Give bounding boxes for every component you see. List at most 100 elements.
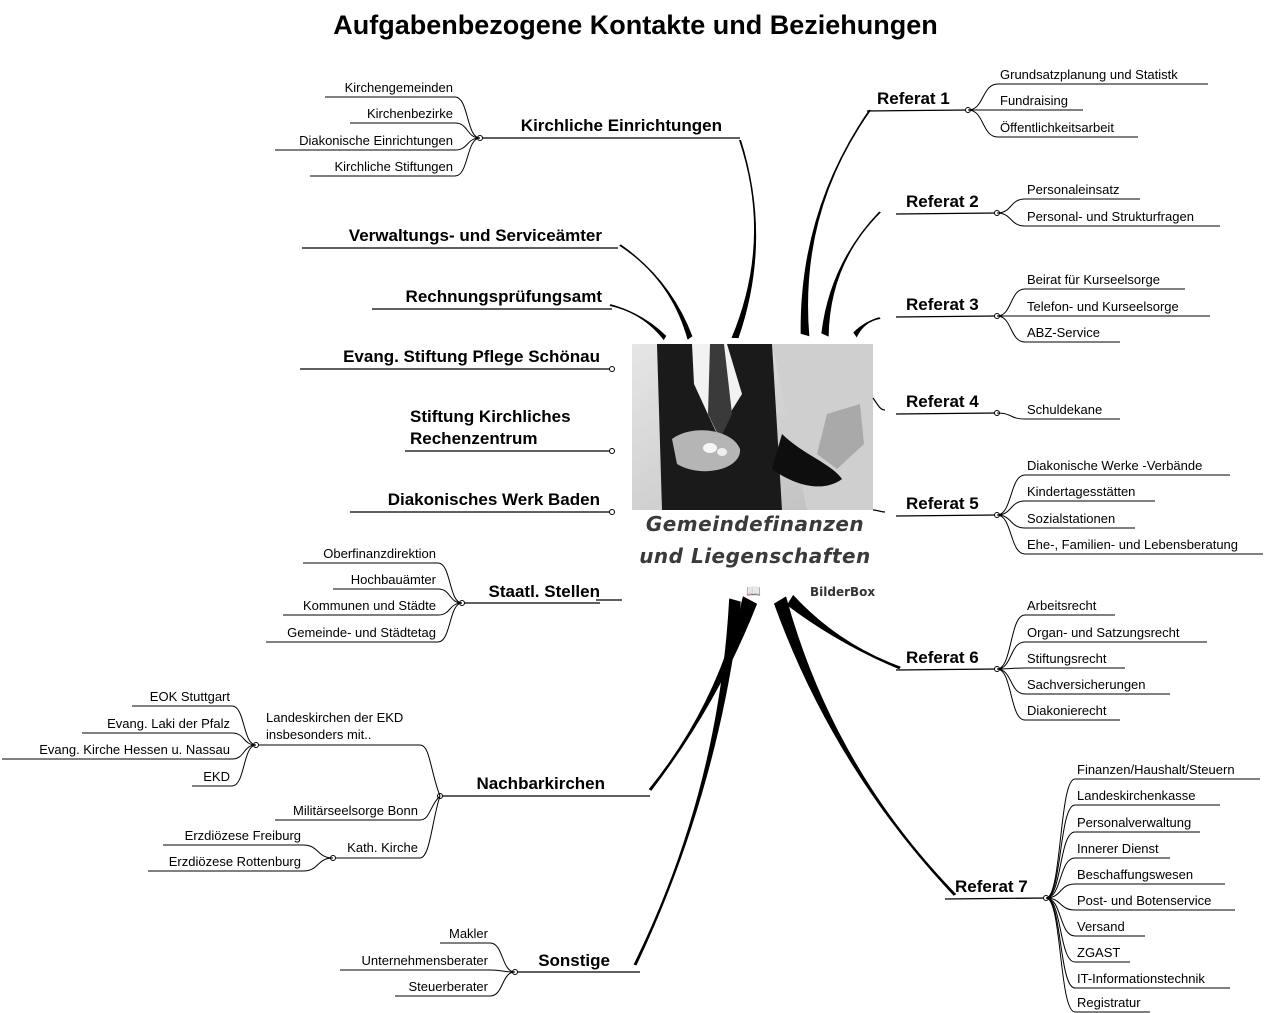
connector-line [996,641,1026,670]
branch-underline [895,212,998,215]
connector-line [454,137,481,177]
branch-referat-7: Referat 7 [955,877,1028,896]
leaf-label: Landeskirchen der EKD [266,710,403,725]
leaf-label: Kirchliche Stiftungen [334,159,453,174]
connector-line [996,474,1026,516]
leaf-label: Gemeinde- und Städtetag [287,625,436,640]
branch-underline [895,315,998,318]
connector-line [419,744,441,797]
node-dot [609,366,615,372]
leaf-label: Öffentlichkeitsarbeit [1000,120,1114,135]
trunk-connector [786,594,901,670]
leaf-label: Landeskirchenkasse [1077,788,1196,803]
watermark-text: BilderBox [810,585,876,599]
connector-line [437,588,463,604]
leaf-label: Ehe-, Familien- und Lebensberatung [1027,537,1238,552]
branch-stiftung-kirchliches-rechenzentrum: Stiftung Kirchliches [410,407,571,426]
leaf-label: Registratur [1077,995,1141,1010]
leaf-label: Finanzen/Haushalt/Steuern [1077,762,1235,777]
branch-underline [944,897,1047,900]
connector-line [437,602,463,616]
connector-line [1045,857,1076,899]
connector-line [996,412,1026,420]
leaf-label: Fundraising [1000,93,1068,108]
leaf-label: Makler [449,926,489,941]
connector-line [996,514,1026,529]
connector-line [996,288,1026,317]
connector-line [996,668,1026,695]
center-title-line-2: und Liegenschaften [639,544,871,568]
leaf-label: Personaleinsatz [1027,182,1120,197]
connector-line [1045,778,1076,899]
branch-referat-5: Referat 5 [906,494,979,513]
connector-line [996,198,1026,214]
leaf-label: Telefon- und Kurseelsorge [1027,299,1179,314]
connector-line [996,614,1026,670]
branch-verwaltungs-und-serviceaemter: Verwaltungs- und Serviceämter [349,226,603,245]
connector-line [872,509,886,513]
leaf-label: ZGAST [1077,945,1120,960]
leaf-label: Diakonierecht [1027,703,1107,718]
connector-line [996,668,1026,721]
trunk-connector [731,139,757,339]
leaf-label: Post- und Botenservice [1077,893,1211,908]
branch-diakonisches-werk-baden: Diakonisches Werk Baden [388,490,600,509]
branch-referat-6: Referat 6 [906,648,979,667]
leaf-label: Diakonische Einrichtungen [299,133,453,148]
connector-line [489,942,516,973]
connector-line [231,744,257,760]
branch-nachbarkirchen: Nachbarkirchen [477,774,606,793]
connector-line [996,514,1026,555]
book-icon: 📖 [746,584,761,598]
trunk-connector [800,109,871,337]
connector-line [1045,897,1076,963]
leaf-label: Personalverwaltung [1077,815,1191,830]
leaf-label: Kindertagesstätten [1027,484,1135,499]
connector-line [302,857,334,872]
connector-line [996,315,1026,343]
node-dot [609,509,615,515]
connector-line [996,500,1026,516]
leaf-label: Innerer Dienst [1077,841,1159,856]
leaf-label: IT-Informationstechnik [1077,971,1205,986]
photo-illustration [632,344,873,510]
leaf-label: Arbeitsrecht [1027,598,1097,613]
leaf-label: Versand [1077,919,1125,934]
branch-sonstige: Sonstige [538,951,610,970]
leaf-label: Unternehmensberater [362,953,489,968]
leaf-label: Sachversicherungen [1027,677,1146,692]
page-title: Aufgabenbezogene Kontakte und Beziehunge… [333,10,938,40]
leaf-label: Organ- und Satzungsrecht [1027,625,1180,640]
leaf-label: Personal- und Strukturfragen [1027,209,1194,224]
branch-stiftung-kirchliches-rechenzentrum-line2: Rechenzentrum [410,429,538,448]
branch-staatl-stellen: Staatl. Stellen [489,582,600,601]
branch-evang-stiftung-pflege-schoenau: Evang. Stiftung Pflege Schönau [343,347,600,366]
leaf-label: Evang. Kirche Hessen u. Nassau [39,742,230,757]
branch-referat-4: Referat 4 [906,392,979,411]
connector-line [1045,831,1076,899]
leaf-label: Steuerberater [409,979,489,994]
leaf-label: Erzdiözese Rottenburg [169,854,301,869]
leaf-label: Erzdiözese Freiburg [185,828,301,843]
trunk-connector [633,598,741,966]
connector-line [419,795,441,859]
leaf-label: Kommunen und Städte [303,598,436,613]
connector-line [454,122,481,139]
connector-line [454,96,481,139]
trunk-connector [619,244,693,340]
leaf-label: insbesonders mit.. [266,727,372,742]
trunk-connector [821,211,881,337]
connector-line [996,212,1026,227]
leaf-label: Kirchenbezirke [367,106,453,121]
connector-line [1045,883,1076,899]
connector-line [454,137,481,151]
connector-line [231,705,257,746]
branch-referat-3: Referat 3 [906,295,979,314]
leaf-label: Grundsatzplanung und Statistk [1000,67,1178,82]
branch-referat-1: Referat 1 [877,89,950,108]
branch-rechnungspruefungsamt: Rechnungsprüfungsamt [406,287,603,306]
leaf-label: Sozialstationen [1027,511,1115,526]
trunk-connector [773,596,957,896]
branch-referat-2: Referat 2 [906,192,979,211]
